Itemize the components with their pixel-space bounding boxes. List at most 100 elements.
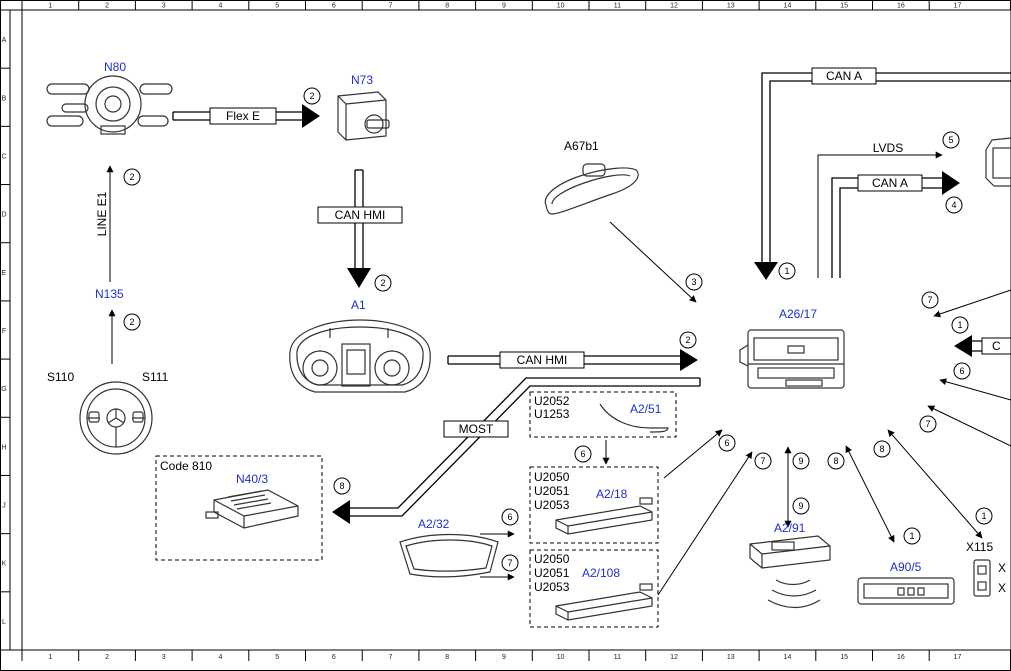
a2-51-antenna [599, 403, 669, 433]
label-n80: N80 [104, 60, 126, 74]
a90-5-module [857, 577, 955, 605]
row-letter: L [2, 619, 6, 626]
callout-n135-up: 2 [129, 317, 134, 327]
label-a2-32: A2/32 [418, 517, 450, 531]
row-letter: E [2, 270, 7, 277]
callout-a2-108: 7 [760, 456, 765, 466]
a2-108-group [529, 549, 659, 628]
bus-arrowheads [302, 104, 972, 524]
label-a2-18-u2053: U2053 [534, 498, 570, 512]
callout-a2-32-b: 7 [507, 558, 512, 568]
label-edge-x-top: X [998, 561, 1006, 575]
callout-a2-91-top: 9 [798, 456, 803, 466]
callout-most: 8 [339, 481, 344, 491]
column-number: 4 [218, 3, 222, 10]
column-number: 14 [784, 654, 792, 661]
label-a2-18-u2051: U2051 [534, 484, 570, 498]
a2-51-group [529, 391, 677, 438]
column-number: 7 [389, 3, 393, 10]
label-a2-18: A2/18 [596, 487, 628, 501]
callout-a90-5-a: 8 [833, 456, 838, 466]
callout-x115-a: 8 [879, 444, 884, 454]
column-number: 12 [670, 654, 678, 661]
label-n135: N135 [95, 287, 124, 301]
label-edge-x-bottom: X [998, 581, 1006, 595]
column-number: 2 [105, 3, 109, 10]
label-code-810: Code 810 [160, 459, 212, 473]
callout-flex-e: 2 [309, 91, 314, 101]
row-letter: A [2, 37, 7, 44]
callout-can-hmi: 2 [685, 335, 690, 345]
callout-numbers: 2 2 2 2 3 2 1 5 4 7 1 6 7 8 6 6 7 6 7 9 … [129, 91, 986, 568]
bus-label-most: MOST [459, 422, 494, 436]
label-a2-91: A2/91 [774, 521, 806, 535]
label-s111: S111 [142, 370, 169, 384]
column-number: 10 [557, 654, 565, 661]
a2-18-tuner [555, 497, 653, 535]
label-a2-108-u2050: U2050 [534, 552, 570, 566]
label-a67b1: A67b1 [564, 139, 599, 153]
a1-instrument-cluster [289, 319, 431, 393]
code-810-group [155, 455, 323, 561]
row-letter: D [1, 212, 6, 219]
bus-label-can-a-mid: CAN A [872, 176, 908, 190]
column-number: 4 [218, 654, 222, 661]
label-n40-3: N40/3 [236, 472, 268, 486]
label-a2-108: A2/108 [582, 566, 620, 580]
column-number: 14 [784, 3, 792, 10]
row-letter: B [2, 95, 7, 102]
bus-label-can-hmi-horizontal: CAN HMI [517, 353, 568, 367]
callout-right-7a: 7 [927, 295, 932, 305]
column-number: 9 [502, 654, 506, 661]
column-number: 10 [557, 3, 565, 10]
bus-label-boxes [209, 67, 1011, 438]
callout-can-a-mid: 4 [951, 200, 956, 210]
column-number: 6 [332, 654, 336, 661]
callout-a2-51: 6 [580, 449, 585, 459]
bus-label-c-edge: C [992, 339, 1001, 353]
n80-steering-column-module [46, 75, 173, 135]
a2-108-tuner [555, 583, 653, 621]
label-u1253: U1253 [534, 407, 570, 421]
column-number: 5 [275, 3, 279, 10]
column-number: 15 [840, 654, 848, 661]
column-number: 17 [954, 654, 962, 661]
row-letter: K [2, 561, 7, 568]
column-number: 11 [614, 3, 621, 10]
a26-17-head-unit [739, 329, 845, 389]
column-number: 1 [48, 3, 52, 10]
callout-a90-5-b: 1 [909, 531, 914, 541]
column-number: 15 [840, 3, 848, 10]
label-a2-51: A2/51 [630, 402, 662, 416]
callout-n73-down: 2 [380, 278, 385, 288]
edge-device-top [985, 137, 1011, 187]
label-a1: A1 [351, 298, 366, 312]
bus-label-flex-e: Flex E [226, 109, 260, 123]
column-number: 2 [105, 654, 109, 661]
column-number: 8 [445, 3, 449, 10]
a2-91-module [749, 535, 831, 609]
label-a26-17: A26/17 [779, 307, 817, 321]
row-letter: C [1, 153, 6, 160]
column-number: 5 [275, 654, 279, 661]
label-s110: S110 [47, 370, 74, 384]
callout-circles [123, 87, 993, 572]
column-number: 13 [727, 3, 735, 10]
callout-right-7b: 7 [925, 419, 930, 429]
label-n73: N73 [351, 73, 373, 87]
callout-line-e1: 2 [129, 172, 134, 182]
column-number: 8 [445, 654, 449, 661]
a2-32-windscreen-antenna [399, 533, 499, 578]
column-number: 12 [670, 3, 678, 10]
steering-wheel [79, 381, 153, 455]
callout-a67: 3 [691, 277, 696, 287]
column-number: 17 [954, 3, 962, 10]
label-u2052: U2052 [534, 394, 570, 408]
column-number: 7 [389, 654, 393, 661]
callout-a2-91-bottom: 9 [798, 501, 803, 511]
dashed-groups [155, 391, 677, 628]
column-number: 6 [332, 3, 336, 10]
column-number: 1 [48, 654, 52, 661]
